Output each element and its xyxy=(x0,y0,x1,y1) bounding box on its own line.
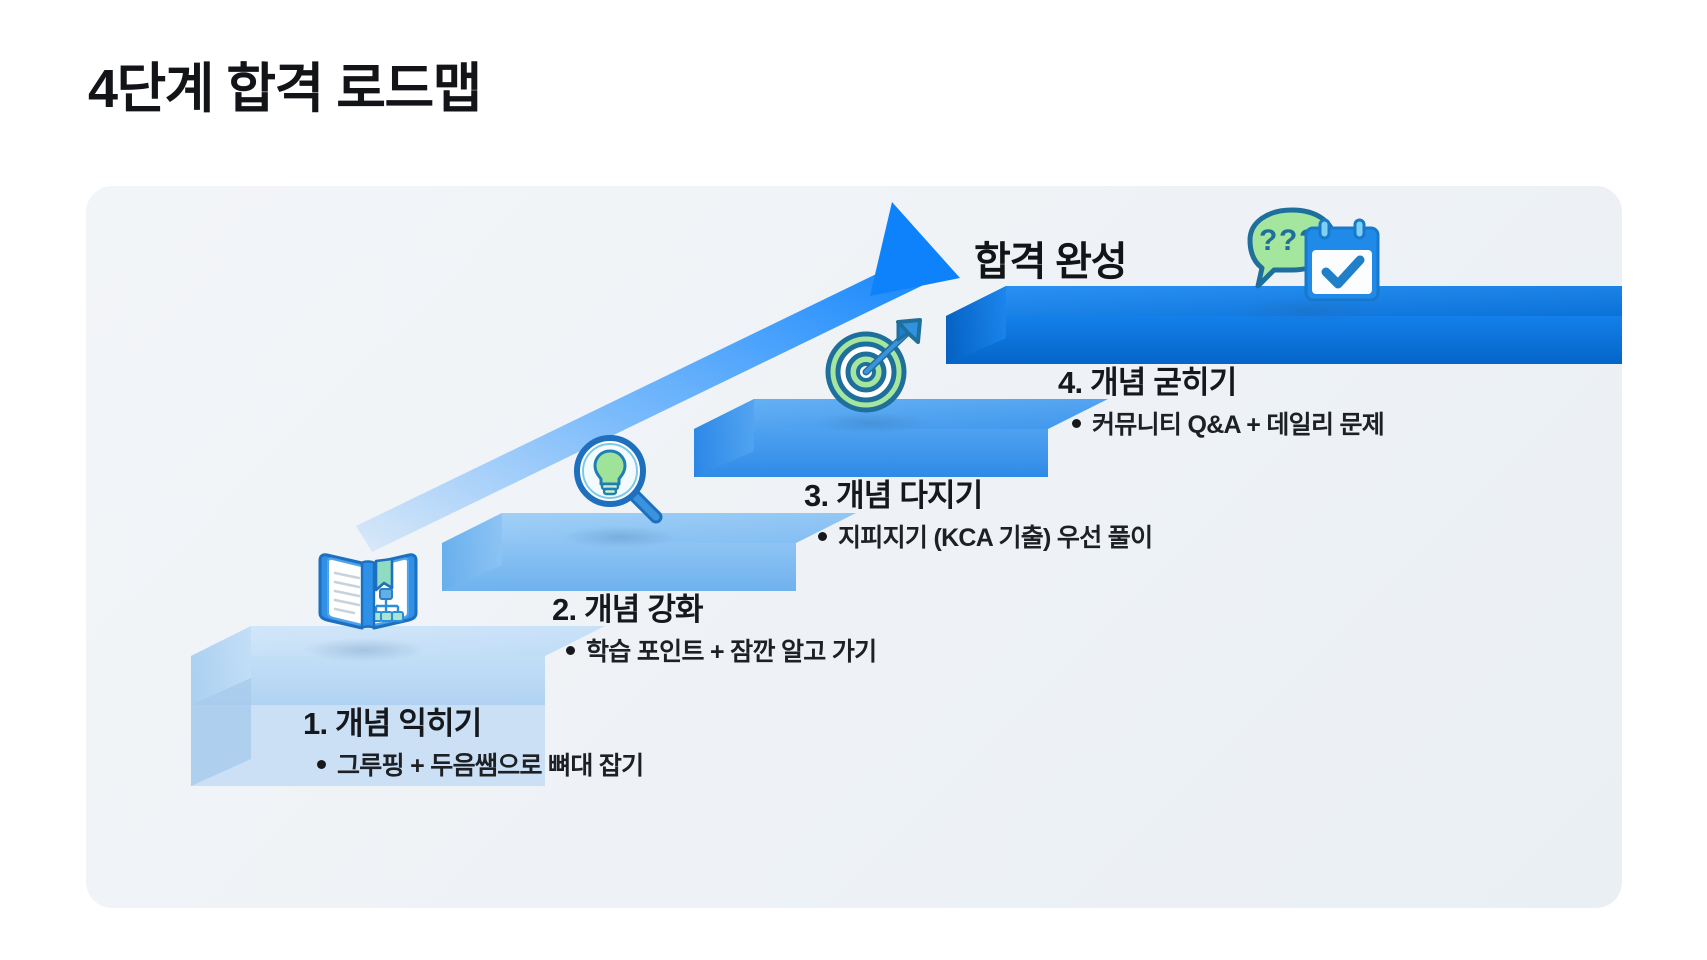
icon-shadow-1 xyxy=(302,638,426,662)
staircase-svg xyxy=(191,202,1622,786)
step-2-title: 2. 개념 강화 xyxy=(552,592,704,627)
stair-block-3 xyxy=(694,399,1108,477)
step-4-label-group: 4. 개념 굳히기 커뮤니티 Q&A + 데일리 문제 xyxy=(1058,364,1385,443)
step-2-label-group: 2. 개념 강화 학습 포인트 + 잠깐 알고 가기 xyxy=(552,591,877,670)
speech-bubble-calendar-icon: ? ? ? xyxy=(1238,202,1384,325)
step-3-title: 3. 개념 다지기 xyxy=(804,478,983,513)
magnifier-lightbulb-icon xyxy=(570,431,670,532)
target-dart-icon xyxy=(822,316,926,421)
step-3-desc: 지피지기 (KCA 기출) 우선 풀이 xyxy=(838,523,1153,552)
stair-block-2 xyxy=(442,513,856,591)
goal-label: 합격 완성 xyxy=(974,240,1128,284)
staircase-diagram xyxy=(86,186,1622,908)
step-4-desc: 커뮤니티 Q&A + 데일리 문제 xyxy=(1092,410,1385,439)
roadmap-card: ? ? ? 합격 완성 1. 개념 익히기 그루핑 + 두음쌤으로 뼈대 잡 xyxy=(86,186,1622,908)
svg-text:?: ? xyxy=(1259,224,1277,257)
svg-text:?: ? xyxy=(1279,224,1297,257)
step-4-title: 4. 개념 굳히기 xyxy=(1058,365,1237,400)
step-2-desc-row: 학습 포인트 + 잠깐 알고 가기 xyxy=(552,636,877,670)
open-book-icon xyxy=(314,542,422,643)
icon-shadow-2 xyxy=(562,526,678,548)
calendar-check-icon xyxy=(1304,218,1380,302)
step-1-title: 1. 개념 익히기 xyxy=(303,706,482,741)
bullet-dot-icon xyxy=(566,646,575,656)
upward-arrow-icon xyxy=(356,202,960,552)
bullet-dot-icon xyxy=(317,760,326,770)
step-1-desc-row: 그루핑 + 두음쌤으로 뼈대 잡기 xyxy=(303,750,644,784)
bullet-dot-icon xyxy=(1072,419,1081,429)
icon-shadow-4 xyxy=(1238,298,1378,322)
bullet-dot-icon xyxy=(818,532,827,542)
step-4-desc-row: 커뮤니티 Q&A + 데일리 문제 xyxy=(1058,409,1385,443)
icon-shadow-3 xyxy=(814,412,930,434)
step-3-desc-row: 지피지기 (KCA 기출) 우선 풀이 xyxy=(804,522,1153,556)
step-1-label-group: 1. 개념 익히기 그루핑 + 두음쌤으로 뼈대 잡기 xyxy=(303,705,644,784)
step-1-desc: 그루핑 + 두음쌤으로 뼈대 잡기 xyxy=(337,751,644,780)
step-2-desc: 학습 포인트 + 잠깐 알고 가기 xyxy=(586,637,877,666)
page-title: 4단계 합격 로드맵 xyxy=(88,59,482,119)
step-3-label-group: 3. 개념 다지기 지피지기 (KCA 기출) 우선 풀이 xyxy=(804,477,1153,556)
stair-block-1 xyxy=(191,626,605,786)
